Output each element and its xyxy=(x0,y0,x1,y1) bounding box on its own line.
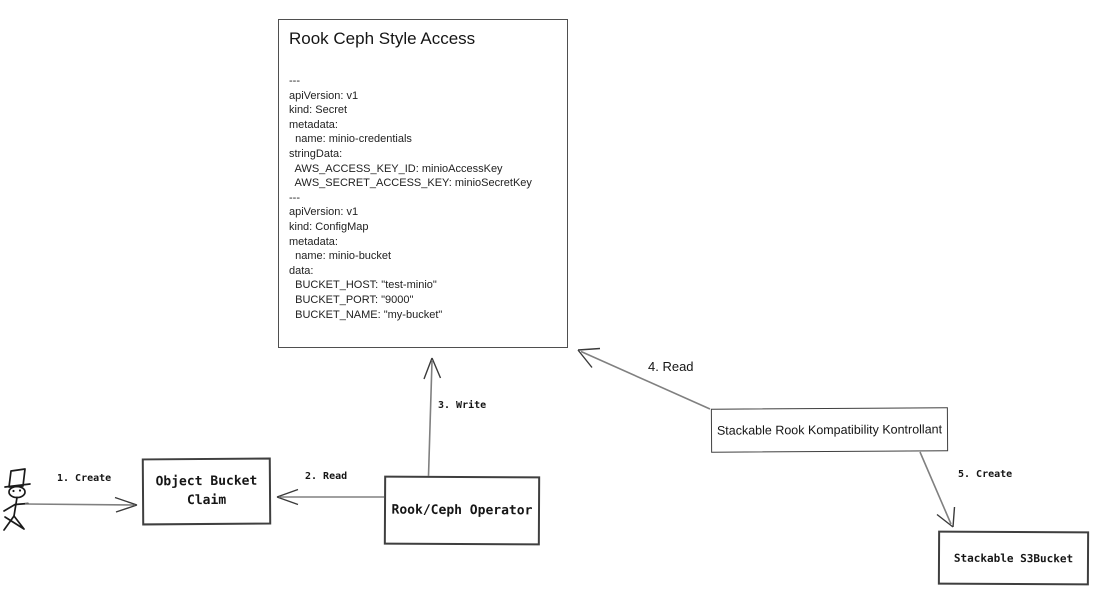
node-label-line: Object Bucket xyxy=(155,473,258,490)
yaml-line: AWS_ACCESS_KEY_ID: minioAccessKey xyxy=(289,162,503,175)
edge-label-1-create: 1. Create xyxy=(57,473,112,484)
node-stackable-rook-kompatibility-kontrollant: Stackable Rook Kompatibility Kontrollant xyxy=(710,407,949,453)
yaml-line: --- xyxy=(289,75,300,87)
yaml-line: --- xyxy=(289,191,300,204)
node-label: Rook/Ceph Operator xyxy=(391,502,533,519)
edge-create-s3bucket-arrow xyxy=(919,451,956,528)
actor-legs xyxy=(3,515,25,531)
edge-label-4-read: 4. Read xyxy=(648,359,694,374)
actor-eye-left xyxy=(12,489,15,493)
yaml-line: apiVersion: v1 xyxy=(289,206,359,219)
edge-label-5-create: 5. Create xyxy=(958,469,1013,480)
actor-head xyxy=(8,485,26,499)
yaml-line: metadata: xyxy=(289,235,338,248)
yaml-line: apiVersion: v1 xyxy=(289,89,359,102)
node-label-line: Claim xyxy=(186,492,227,508)
node-rook-ceph-style-access: Rook Ceph Style Access --- apiVersion: v1… xyxy=(278,19,568,348)
actor-top-hat xyxy=(4,468,31,488)
node-rook-ceph-operator: Rook/Ceph Operator xyxy=(383,475,541,546)
yaml-line: BUCKET_NAME: "my-bucket" xyxy=(289,308,443,321)
edge-read-obc-arrow xyxy=(276,488,384,506)
yaml-line: kind: Secret xyxy=(289,104,348,117)
yaml-line: metadata: xyxy=(289,118,338,131)
node-object-bucket-claim: Object Bucket Claim xyxy=(141,457,272,526)
actor-arms xyxy=(3,502,29,512)
edge-label-3-write: 3. Write xyxy=(438,400,487,411)
edge-write-spec-arrow xyxy=(423,357,442,477)
node-label: Stackable S3Bucket xyxy=(953,551,1074,565)
yaml-line: name: minio-bucket xyxy=(289,250,392,263)
yaml-line: data: xyxy=(289,264,314,277)
spec-box-title: Rook Ceph Style Access xyxy=(289,29,476,48)
user-actor-figure xyxy=(3,468,31,531)
node-label: Stackable Rook Kompatibility Kontrollant xyxy=(716,422,943,438)
yaml-line: name: minio-credentials xyxy=(289,133,412,146)
yaml-line: AWS_SECRET_ACCESS_KEY: minioSecretKey xyxy=(289,177,532,190)
edge-label-2-read: 2. Read xyxy=(305,471,348,482)
yaml-line: kind: ConfigMap xyxy=(289,220,369,233)
yaml-line: BUCKET_HOST: "test-minio" xyxy=(289,279,437,292)
yaml-line: stringData: xyxy=(289,147,343,160)
actor-eye-right xyxy=(18,489,22,492)
node-stackable-s3bucket: Stackable S3Bucket xyxy=(937,530,1090,586)
edge-create-obc-arrow xyxy=(24,496,138,513)
edge-read-spec-arrow xyxy=(577,347,711,410)
yaml-line: BUCKET_PORT: "9000" xyxy=(289,293,414,306)
actor-body xyxy=(13,496,18,517)
